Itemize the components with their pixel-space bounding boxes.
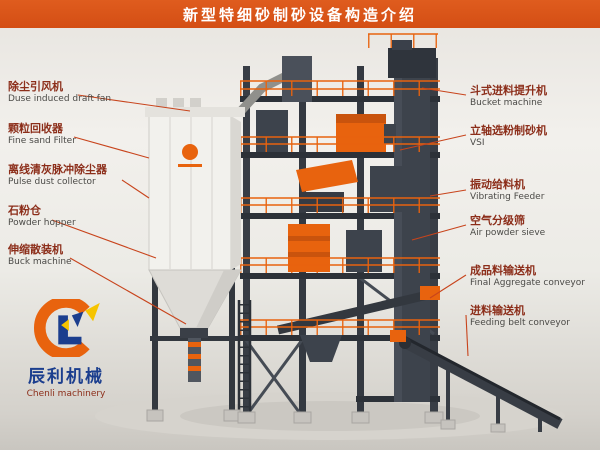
leader-lines (51, 87, 469, 357)
label-en: Buck machine (8, 257, 72, 268)
label-en: Feeding belt conveyor (470, 318, 570, 329)
label-zh: 石粉仓 (8, 204, 41, 217)
label-final-aggregate-conveyor: 成品料输送机 Final Aggregate conveyor (470, 264, 598, 290)
label-en: Air powder sieve (470, 228, 546, 239)
label-en: Pulse dust collector (8, 177, 96, 188)
feeding-belt-conveyor (390, 330, 563, 432)
label-en: Final Aggregate conveyor (470, 278, 585, 289)
collector-logo-mark (182, 144, 198, 160)
label-dust-induced-draft-fan: 除尘引风机 Duse induced draft fan (8, 80, 111, 106)
label-bucket-elevator: 斗式进料提升机 Bucket machine (470, 84, 598, 110)
page-title: 新型特细砂制砂设备构造介绍 (182, 5, 417, 24)
label-en: Powder hopper (8, 218, 76, 229)
title-bar: 新型特细砂制砂设备构造介绍 (0, 0, 600, 28)
access-ladder (237, 300, 252, 416)
label-en: Duse induced draft fan (8, 94, 112, 105)
logo-name-zh: 辰利机械 (28, 367, 104, 387)
label-buck-machine: 伸缩散装机 Buck machine (8, 243, 72, 269)
label-en: Bucket machine (470, 98, 543, 109)
label-fine-sand-filter: 颗粒回收器 Fine sand Filter (8, 122, 76, 148)
label-en: VSI (470, 138, 485, 149)
logo-icon (33, 296, 100, 360)
label-en: Fine sand Filter (8, 136, 76, 147)
label-zh: 立轴选粉制砂机 (470, 124, 547, 137)
label-zh: 除尘引风机 (8, 80, 63, 93)
label-zh: 斗式进料提升机 (470, 84, 547, 97)
label-vsi: 立轴选粉制砂机 VSI (470, 124, 598, 150)
dust-collector (145, 98, 245, 414)
foundation-feet (146, 409, 506, 433)
label-zh: 进料输送机 (470, 304, 525, 317)
label-powder-hopper: 石粉仓 Powder hopper (8, 204, 76, 230)
label-zh: 伸缩散装机 (8, 243, 63, 256)
label-zh: 离线清灰脉冲除尘器 (8, 163, 107, 176)
logo-name-en: Chenli machinery (26, 389, 106, 399)
vsi-machine (256, 110, 396, 152)
telescopic-loader (188, 338, 201, 382)
label-zh: 成品料输送机 (470, 264, 536, 277)
floor-shadow (95, 392, 565, 440)
final-aggregate-conveyor (276, 286, 440, 362)
top-duct (236, 56, 312, 116)
label-vibrating-feeder: 振动给料机 Vibrating Feeder (470, 178, 598, 204)
label-pulse-dust-collector: 离线清灰脉冲除尘器 Pulse dust collector (8, 163, 107, 189)
label-zh: 振动给料机 (470, 178, 525, 191)
label-zh: 颗粒回收器 (8, 122, 63, 135)
label-zh: 空气分级筛 (470, 214, 525, 227)
label-air-powder-sieve: 空气分级筛 Air powder sieve (470, 214, 598, 240)
label-en: Vibrating Feeder (470, 192, 545, 203)
vibrating-feeder (296, 160, 408, 212)
company-logo: 辰利机械 Chenli machinery (14, 296, 118, 399)
safety-railings (240, 33, 440, 335)
label-feeding-belt-conveyor: 进料输送机 Feeding belt conveyor (470, 304, 598, 330)
